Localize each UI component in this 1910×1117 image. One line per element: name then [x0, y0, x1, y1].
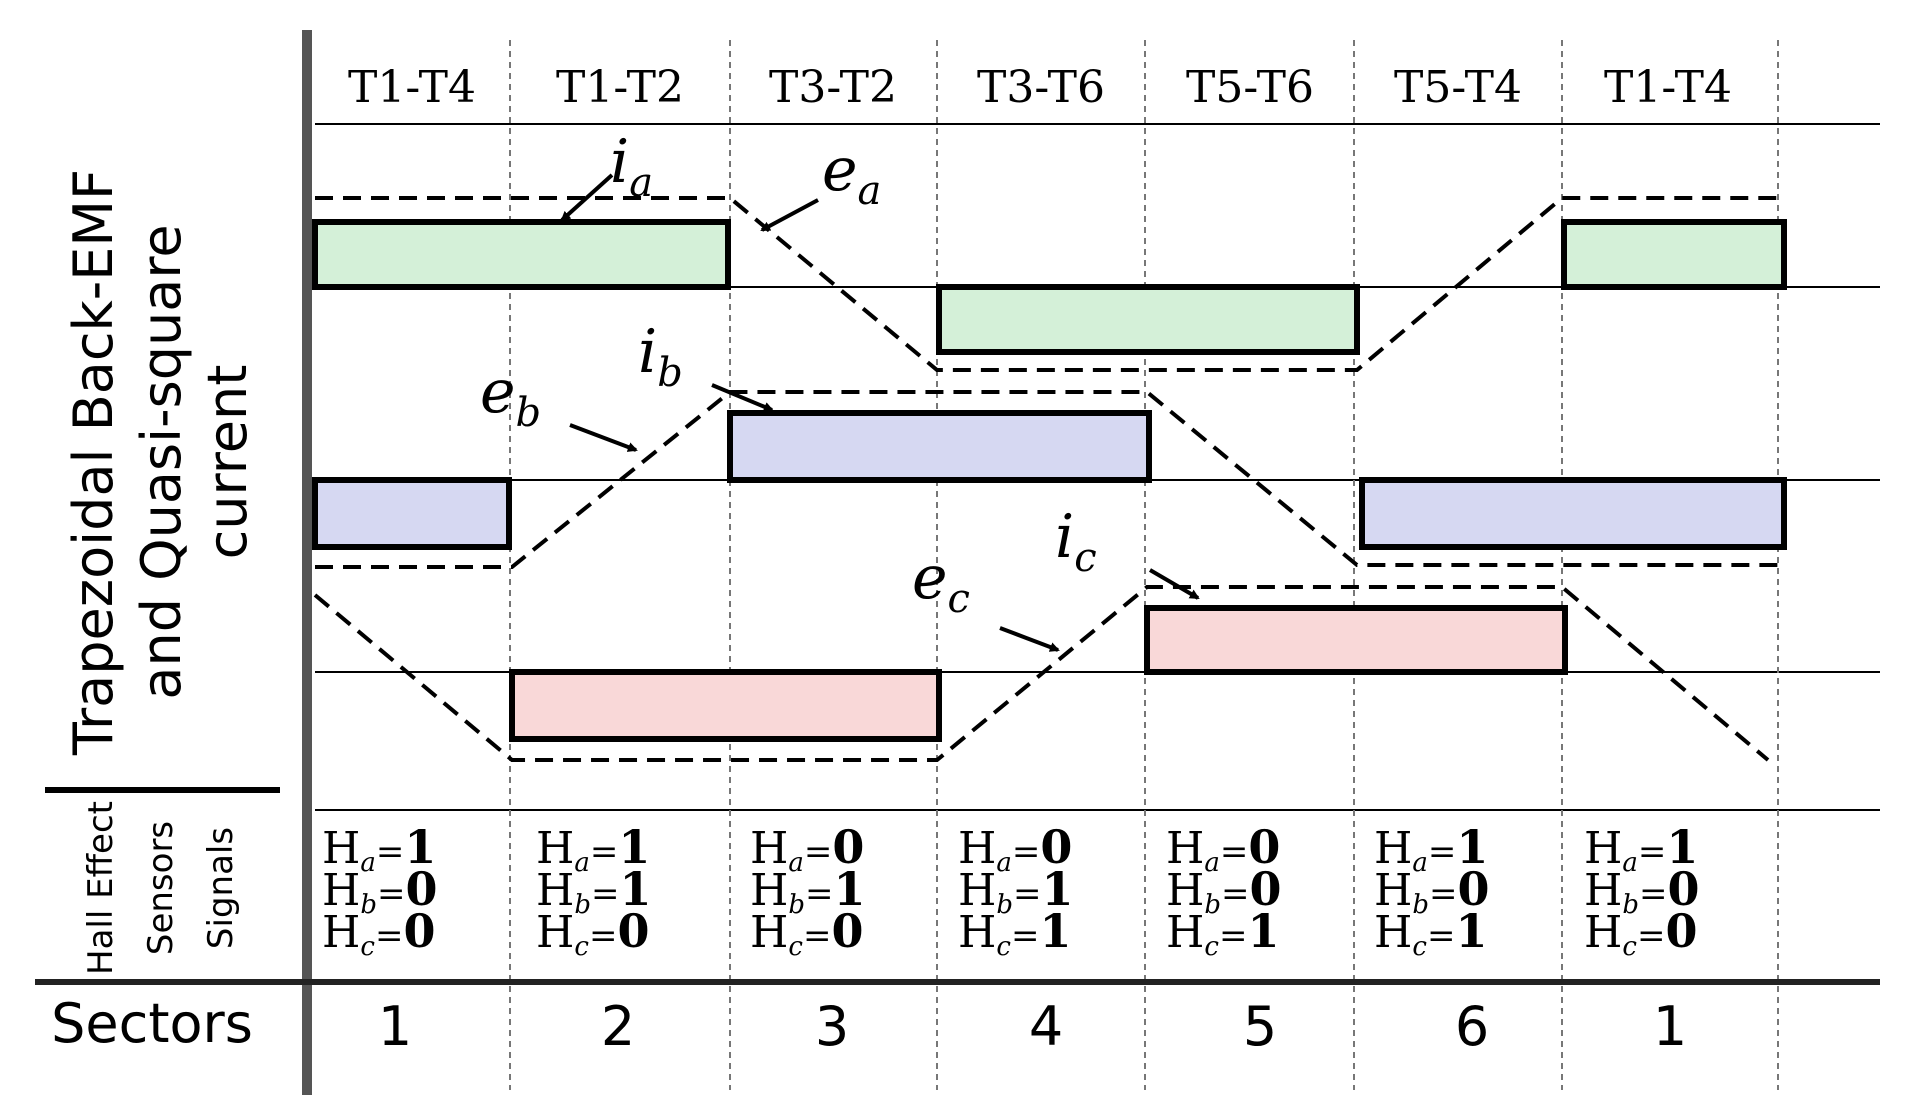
ea-arrow [760, 198, 819, 232]
hall-signal-value: Ha=0 [750, 820, 864, 878]
sector-number: 3 [815, 995, 849, 1058]
ec-arrow [999, 626, 1060, 652]
sector-number: 1 [1653, 995, 1687, 1058]
ib-negative-block [312, 477, 512, 550]
hall-signal-value: Ha=1 [536, 820, 650, 878]
hall-signal-value: Hc=0 [322, 904, 435, 962]
annotation-labels: ia ea ib eb ic ec [480, 127, 1097, 622]
hall-signal-value: Hc=0 [1584, 904, 1697, 962]
ec-curve [313, 585, 1770, 762]
commutation-label: T5-T6 [1186, 62, 1314, 113]
sector-number: 1 [378, 995, 412, 1058]
sector-number: 2 [601, 995, 635, 1058]
ea-curve [315, 196, 1778, 372]
hall-label-line: Hall Effect [81, 801, 121, 975]
ia-positive-block [1561, 219, 1787, 290]
hall-signal-value: Hb=0 [1584, 862, 1700, 920]
hall-signal-table: Ha=1Hb=0Hc=0Ha=1Hb=1Hc=0Ha=0Hb=1Hc=0Ha=0… [322, 820, 1700, 962]
ib-arrow [711, 383, 774, 412]
ib-label: ib [638, 317, 683, 396]
hall-signal-value: Hc=0 [750, 904, 863, 962]
hall-signal-value: Ha=1 [322, 820, 436, 878]
ea-label: ea [822, 135, 881, 214]
hall-label-line: Sensors [141, 821, 181, 955]
commutation-label: T3-T6 [977, 62, 1105, 113]
hall-axis-label: Hall Effect Sensors Signals [81, 801, 241, 975]
hall-signal-value: Hb=0 [1166, 862, 1282, 920]
commutation-label: T1-T4 [348, 62, 476, 113]
ic-label: ic [1055, 502, 1097, 581]
hall-signal-value: Ha=1 [1374, 820, 1488, 878]
hall-signal-value: Hc=1 [1166, 904, 1279, 962]
commutation-label: T1-T2 [556, 62, 684, 113]
commutation-label: T1-T4 [1604, 62, 1732, 113]
ia-label: ia [610, 127, 653, 206]
ec-label: ec [912, 543, 970, 622]
hall-signal-value: Ha=0 [958, 820, 1072, 878]
hall-signal-value: Hc=1 [958, 904, 1071, 962]
hall-signal-value: Ha=0 [1166, 820, 1280, 878]
sector-number: 6 [1455, 995, 1489, 1058]
hall-signal-value: Hb=1 [750, 862, 866, 920]
ib-negative-block [1359, 477, 1787, 550]
ic-positive-block [1144, 605, 1568, 675]
y-axis-label: Trapezoidal Back-EMF and Quasi-square cu… [62, 169, 259, 756]
hall-signal-value: Hb=0 [1374, 862, 1490, 920]
hall-signal-value: Hb=1 [536, 862, 652, 920]
y-label-line: Trapezoidal Back-EMF [62, 169, 125, 756]
annotation-arrows [560, 173, 1200, 652]
sector-row: 1 2 3 4 5 6 1 [378, 995, 1687, 1058]
hall-signal-value: Hb=0 [322, 862, 438, 920]
ia-negative-block [936, 284, 1360, 355]
back-emf-curves [313, 196, 1778, 762]
hall-signal-value: Hb=1 [958, 862, 1074, 920]
y-label-line: current [196, 365, 259, 560]
ic-arrow [1148, 568, 1200, 600]
hall-label-line: Signals [201, 827, 241, 949]
commutation-row: T1-T4 T1-T2 T3-T2 T3-T6 T5-T6 T5-T4 T1-T… [348, 62, 1732, 113]
hall-signal-value: Hc=1 [1374, 904, 1487, 962]
phase-b-current [312, 410, 1787, 550]
sectors-label: Sectors [51, 992, 253, 1055]
phase-a-current [312, 219, 1787, 355]
commutation-label: T3-T2 [769, 62, 897, 113]
eb-curve [315, 390, 1778, 569]
ib-positive-block [727, 410, 1152, 483]
phase-c-current [509, 605, 1568, 742]
eb-label: eb [480, 357, 541, 436]
commutation-label: T5-T4 [1394, 62, 1522, 113]
sector-dividers [509, 40, 1779, 1090]
ia-arrow [560, 173, 614, 222]
eb-arrow [569, 423, 638, 452]
ic-negative-block [509, 669, 942, 742]
sector-number: 4 [1029, 995, 1063, 1058]
hall-signal-value: Hc=0 [536, 904, 649, 962]
ia-positive-block [312, 219, 731, 290]
y-label-line: and Quasi-square [130, 224, 193, 699]
sector-number: 5 [1243, 995, 1277, 1058]
hall-signal-value: Ha=1 [1584, 820, 1698, 878]
